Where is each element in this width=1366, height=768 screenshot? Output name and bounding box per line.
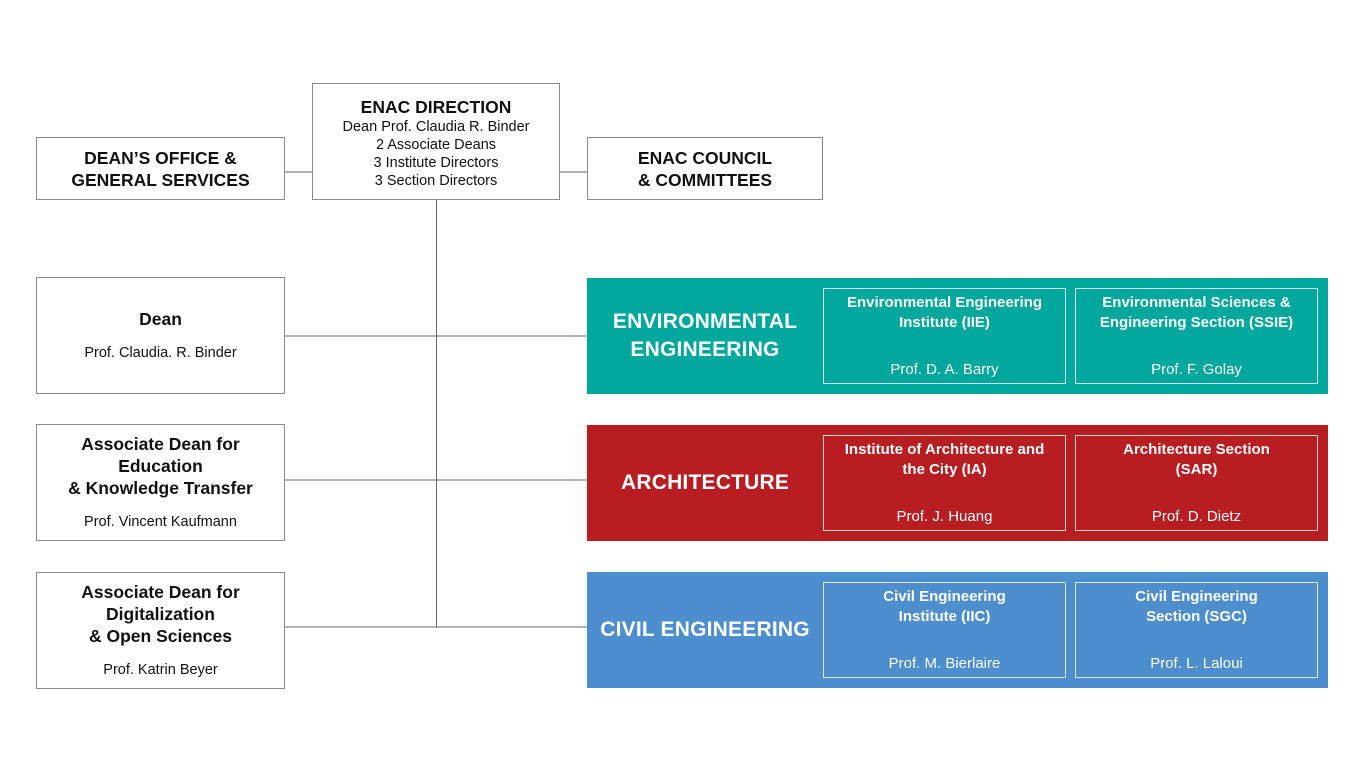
sar-section-box: Architecture Section (SAR) Prof. D. Diet… [1075, 435, 1318, 531]
iie-institute-box: Environmental Engineering Institute (IIE… [823, 288, 1066, 384]
civil-engineering-label: CIVIL ENGINEERING [587, 572, 823, 688]
deans-office-box: DEAN’S OFFICE & GENERAL SERVICES [36, 137, 285, 200]
enac-direction-line: 3 Institute Directors [373, 155, 499, 171]
associate-dean-education-title: Associate Dean for Education & Knowledge… [68, 433, 253, 499]
unit-name-line: Institute (IIE) [899, 313, 990, 331]
council-title-line: ENAC COUNCIL [637, 147, 773, 168]
civil-engineering-section: CIVIL ENGINEERING Civil Engineering Inst… [587, 572, 1328, 688]
unit-name: Environmental Engineering Institute (IIE… [824, 293, 1065, 332]
architecture-section: ARCHITECTURE Institute of Architecture a… [587, 425, 1328, 541]
iic-institute-box: Civil Engineering Institute (IIC) Prof. … [823, 582, 1066, 678]
label-line: ENVIRONMENTAL [612, 310, 798, 333]
associate-dean-education-person: Prof. Vincent Kaufmann [84, 514, 237, 530]
unit-head: Prof. D. Dietz [1151, 508, 1242, 525]
enac-council-box: ENAC COUNCIL & COMMITTEES [587, 137, 823, 200]
deans-office-title-line: GENERAL SERVICES [71, 169, 250, 190]
dean-person: Prof. Claudia. R. Binder [84, 345, 237, 361]
title-line: & Knowledge Transfer [68, 478, 253, 498]
title-line: Digitalization [106, 604, 215, 624]
unit-name: Institute of Architecture and the City (… [824, 440, 1065, 479]
unit-name-line: Institute of Architecture and [844, 441, 1045, 458]
unit-name: Civil Engineering Institute (IIC) [824, 587, 1065, 626]
dean-box: Dean Prof. Claudia. R. Binder [36, 277, 285, 394]
unit-name-line: the City (IA) [902, 460, 987, 478]
unit-name-line: (SAR) [1175, 460, 1218, 478]
council-title-line: & COMMITTEES [637, 169, 773, 190]
enac-direction-line: 3 Section Directors [374, 173, 498, 189]
title-line: & Open Sciences [89, 626, 232, 646]
unit-head: Prof. F. Golay [1151, 361, 1242, 378]
unit-name-line: Environmental Sciences & [1102, 294, 1291, 311]
unit-head: Prof. J. Huang [896, 508, 993, 525]
unit-head: Prof. D. A. Barry [890, 361, 999, 378]
enac-direction-line: 2 Associate Deans [375, 137, 497, 153]
deans-office-title-line: DEAN’S OFFICE & [84, 147, 237, 168]
label-line: ENGINEERING [630, 338, 780, 361]
enac-direction-box: ENAC DIRECTION Dean Prof. Claudia R. Bin… [312, 83, 560, 200]
unit-name-line: Engineering Section (SSIE) [1099, 313, 1294, 331]
ssie-section-box: Environmental Sciences & Engineering Sec… [1075, 288, 1318, 384]
label-line: CIVIL ENGINEERING [600, 618, 810, 641]
unit-name-line: Institute (IIC) [898, 607, 991, 625]
architecture-label: ARCHITECTURE [587, 425, 823, 541]
enac-direction-line: Dean Prof. Claudia R. Binder [342, 119, 530, 135]
associate-dean-education-box: Associate Dean for Education & Knowledge… [36, 424, 285, 541]
unit-name-line: Architecture Section [1123, 441, 1270, 458]
unit-name: Civil Engineering Section (SGC) [1076, 587, 1317, 626]
unit-name-line: Civil Engineering [883, 588, 1006, 605]
enac-direction-title: ENAC DIRECTION [360, 97, 512, 117]
environmental-engineering-section: ENVIRONMENTAL ENGINEERING Environmental … [587, 278, 1328, 394]
title-line: Associate Dean for [81, 434, 240, 454]
title-line: Associate Dean for [81, 582, 240, 602]
unit-name: Architecture Section (SAR) [1076, 440, 1317, 479]
associate-dean-digitalization-person: Prof. Katrin Beyer [103, 662, 218, 678]
unit-name-line: Civil Engineering [1135, 588, 1258, 605]
unit-name-line: Environmental Engineering [846, 294, 1043, 311]
associate-dean-digitalization-box: Associate Dean for Digitalization & Open… [36, 572, 285, 689]
title-line: Education [118, 456, 203, 476]
environmental-engineering-label: ENVIRONMENTAL ENGINEERING [587, 278, 823, 394]
unit-head: Prof. M. Bierlaire [888, 655, 1001, 672]
associate-dean-digitalization-title: Associate Dean for Digitalization & Open… [81, 581, 240, 647]
dean-title: Dean [139, 309, 182, 329]
unit-head: Prof. L. Laloui [1150, 655, 1243, 672]
ia-institute-box: Institute of Architecture and the City (… [823, 435, 1066, 531]
unit-name: Environmental Sciences & Engineering Sec… [1076, 293, 1317, 332]
label-line: ARCHITECTURE [620, 471, 790, 494]
unit-name-line: Section (SGC) [1146, 607, 1247, 625]
sgc-section-box: Civil Engineering Section (SGC) Prof. L.… [1075, 582, 1318, 678]
